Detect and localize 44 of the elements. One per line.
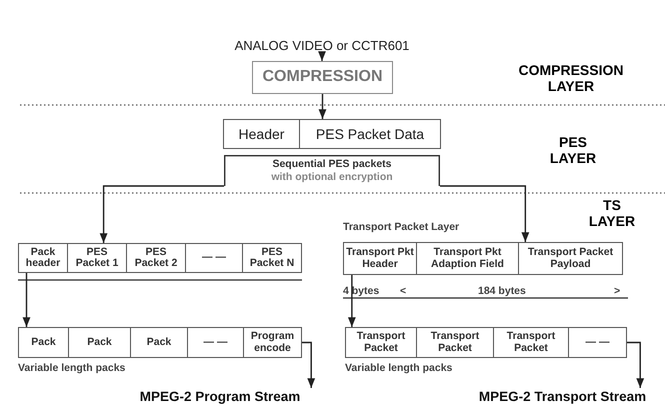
packet-field: Transport Packet bbox=[345, 327, 417, 358]
stream-title: MPEG-2 Transport Stream bbox=[470, 388, 655, 405]
arrow bbox=[302, 342, 316, 388]
arrow bbox=[627, 342, 644, 388]
packet-field: Transport Pkt Header bbox=[343, 242, 417, 275]
note-text: Variable length packs bbox=[345, 362, 452, 374]
packet-field: — — bbox=[187, 327, 244, 358]
packet-field: Transport Packet bbox=[493, 327, 569, 358]
packet-field: PES Packet N bbox=[242, 243, 302, 273]
packet-field: PES Packet 1 bbox=[67, 243, 127, 273]
packet-field: Transport Packet Payload bbox=[518, 242, 623, 275]
note-text: Variable length packs bbox=[18, 362, 126, 374]
packet-field: — — bbox=[185, 243, 243, 273]
packet-field: — — bbox=[568, 327, 627, 358]
packet-field: Transport Packet bbox=[416, 327, 494, 358]
arrow bbox=[100, 185, 224, 243]
process-box: COMPRESSION bbox=[252, 61, 393, 94]
caption-text: Sequential PES packets bbox=[272, 158, 392, 170]
arrow bbox=[440, 185, 530, 242]
arrow bbox=[318, 94, 326, 119]
packet-field: Pack bbox=[130, 327, 188, 358]
dimension-label: 184 bytes bbox=[478, 285, 526, 297]
packet-field: Pack bbox=[18, 327, 69, 358]
dimension-label: > bbox=[614, 285, 620, 297]
dimension-label: 4 bytes bbox=[343, 285, 380, 297]
layer-label: PES LAYER bbox=[548, 134, 598, 166]
packet-field: Program encode bbox=[243, 327, 302, 358]
arrow bbox=[22, 273, 30, 327]
packet-field: Pack header bbox=[18, 243, 68, 273]
packet-field: Pack bbox=[68, 327, 131, 358]
arrow bbox=[318, 51, 326, 61]
layer-label: COMPRESSION LAYER bbox=[517, 62, 624, 94]
layer-label: TS LAYER bbox=[588, 197, 636, 230]
packet-field: PES Packet 2 bbox=[126, 243, 186, 273]
input-label: ANALOG VIDEO or CCTR601 bbox=[222, 36, 422, 54]
bracket-label bbox=[224, 155, 440, 186]
note-text: Transport Packet Layer bbox=[343, 221, 460, 233]
stream-title: MPEG-2 Program Stream bbox=[125, 388, 315, 405]
packet-field: Transport Pkt Adaption Field bbox=[416, 242, 519, 275]
packet-field: Header bbox=[223, 119, 300, 149]
arrow bbox=[348, 275, 356, 327]
note-text: with optional encryption bbox=[271, 170, 393, 184]
dimension-label: < bbox=[400, 285, 406, 297]
packet-field: PES Packet Data bbox=[299, 119, 441, 149]
